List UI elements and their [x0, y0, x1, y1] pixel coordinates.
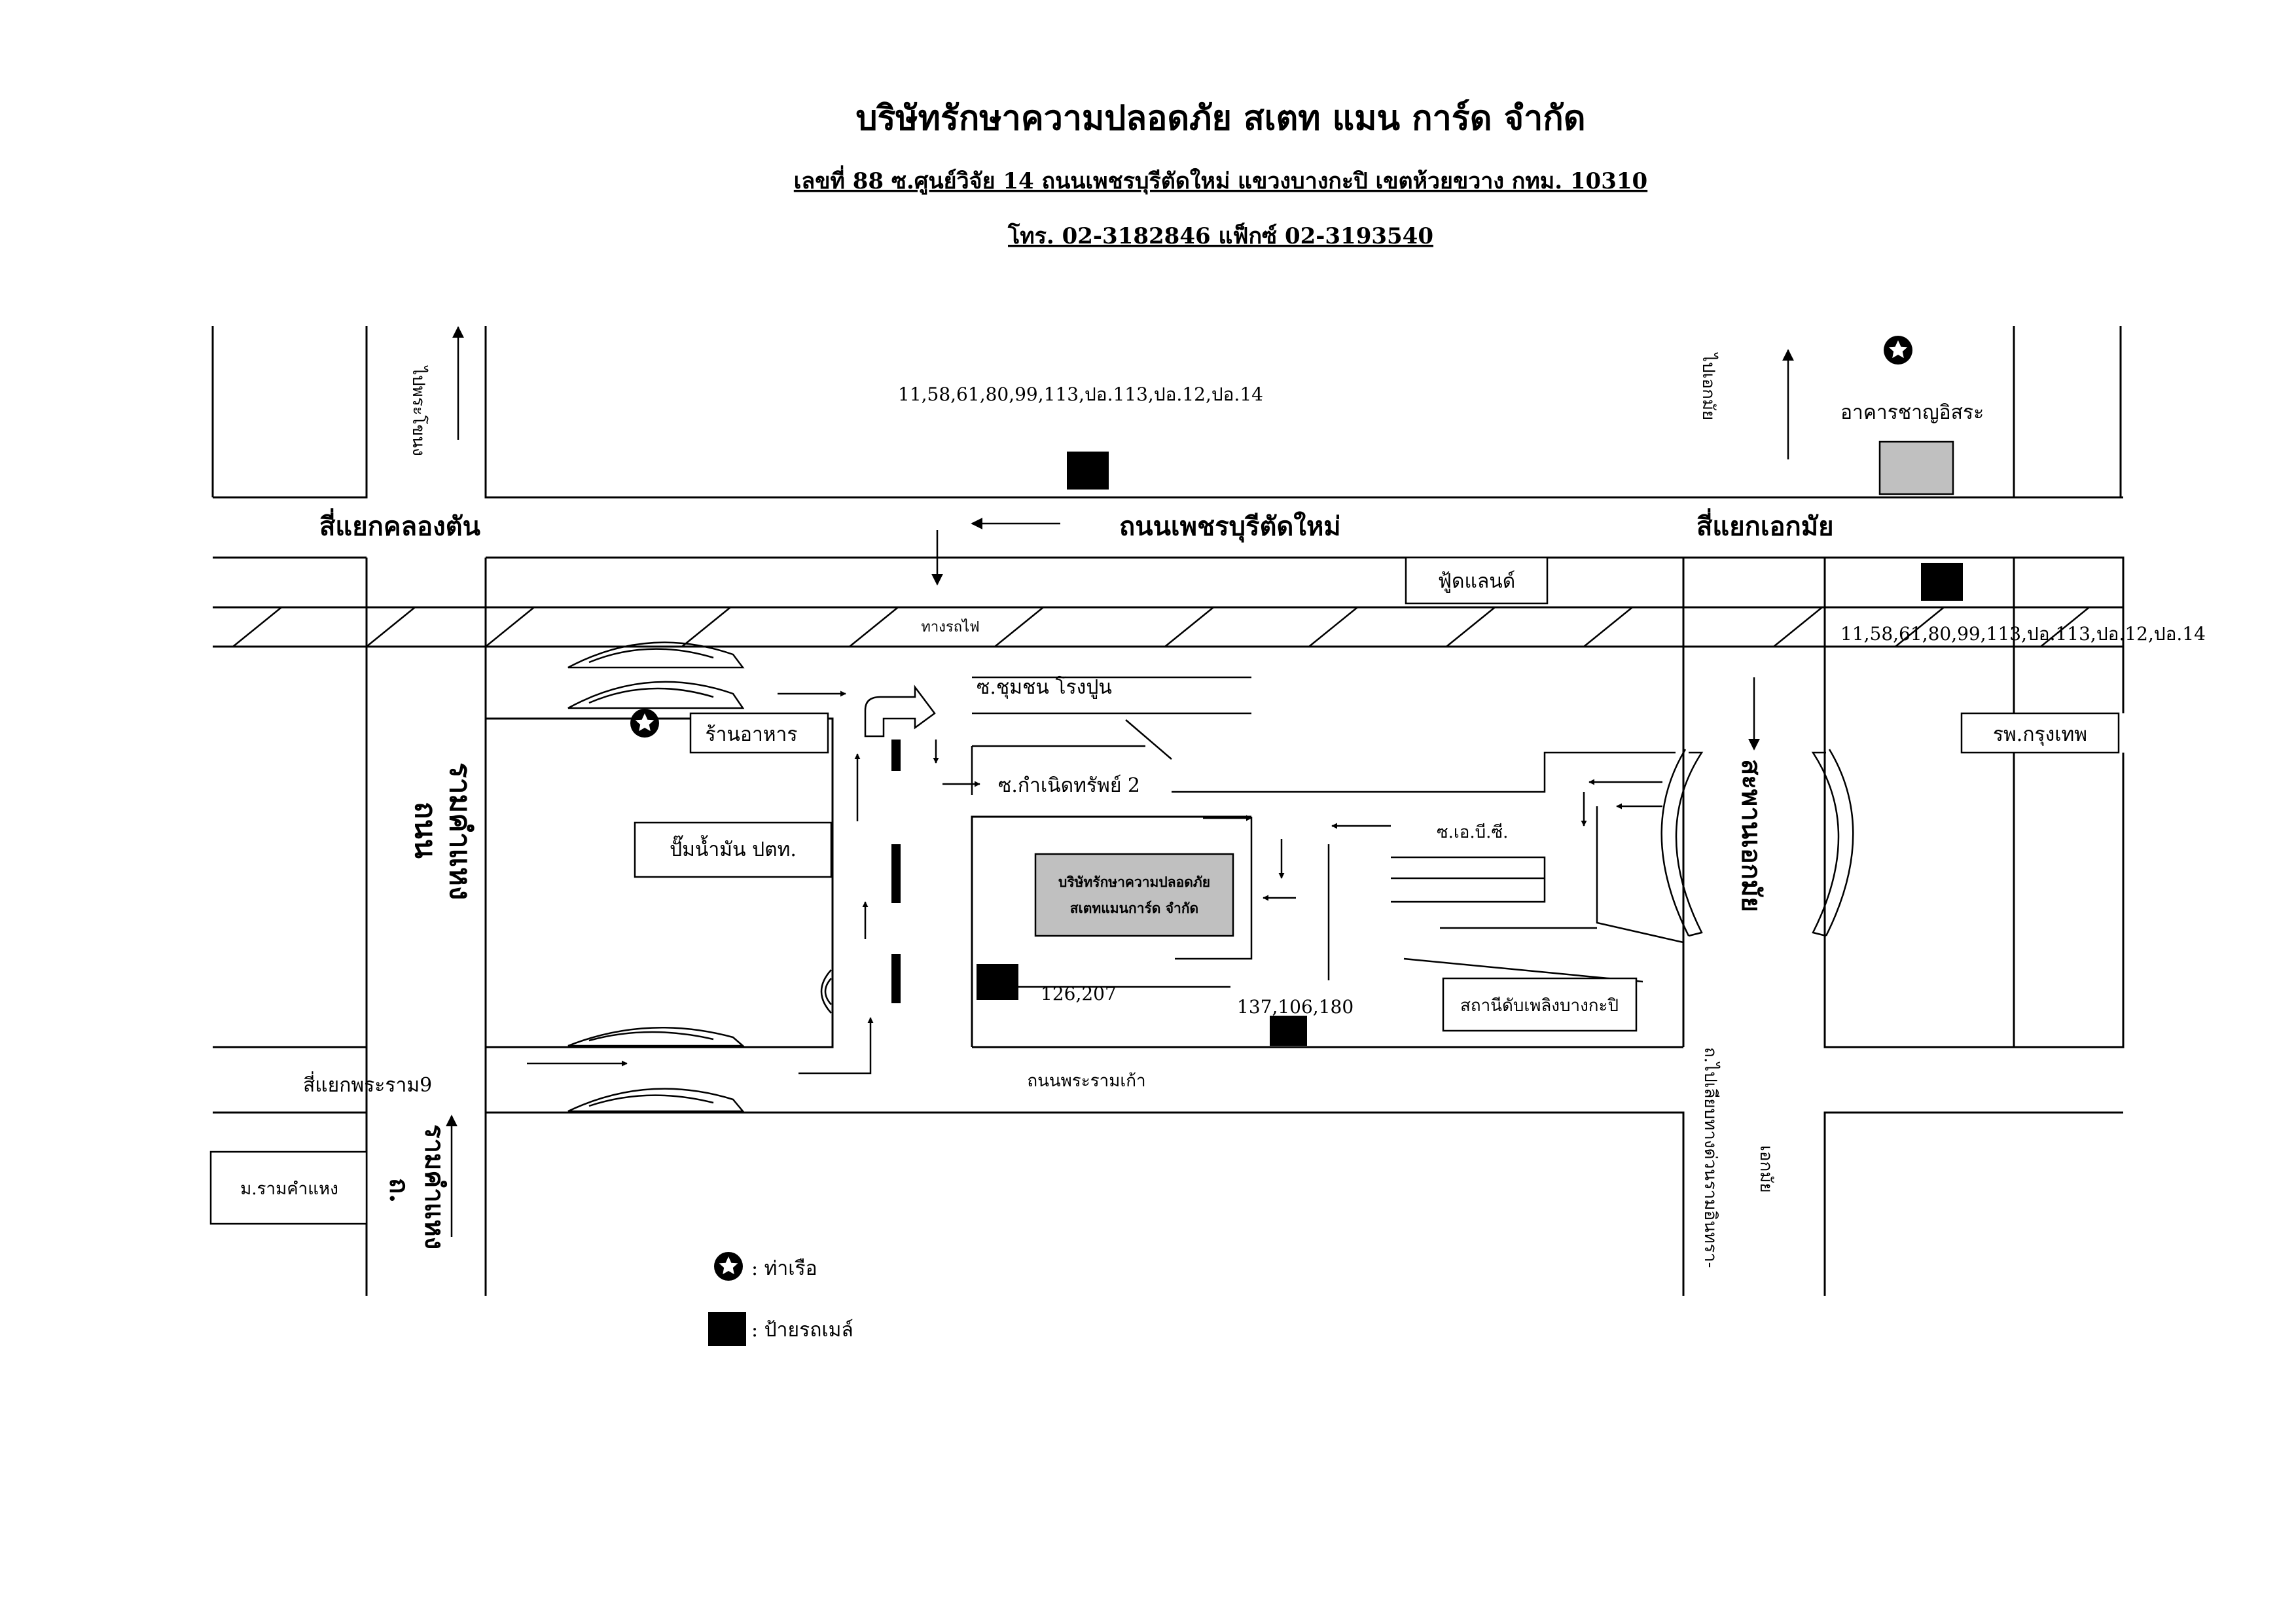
- company-building-line1: บริษัทรักษาความปลอดภัย: [1058, 874, 1210, 890]
- bus-stop-legend-icon: [708, 1312, 746, 1346]
- bus-route-rama9-b: 137,106,180: [1237, 996, 1354, 1018]
- company-building-line2: สเตทแมนการ์ด จำกัด: [1070, 901, 1198, 916]
- block-top-middle: [484, 326, 2015, 499]
- bus-route-rama9-a: 126,207: [1041, 983, 1117, 1005]
- expressway-line1: ถ.ไปเลียบทางด่วนรามอินทรา-: [1700, 1047, 1721, 1268]
- overpasses: [567, 641, 1854, 1113]
- expressway-line2: เอกมัย: [1756, 1145, 1776, 1193]
- fire-station-label: สถานีดับเพลิงบางกะปิ: [1460, 996, 1619, 1016]
- block-middle-right-edge: [486, 556, 2015, 1047]
- ramkhamhaeng-soi-line2: รามคำแหง: [419, 1124, 450, 1249]
- rama9-road-label: ถนนพระรามเก้า: [1027, 1071, 1145, 1091]
- restaurant: ร้านอาหาร: [689, 712, 829, 754]
- university-label: ม.รามคำแหง: [240, 1179, 338, 1199]
- legend-bus-stop-label: : ป้ายรถเมล์: [751, 1319, 853, 1342]
- block-company-left: [971, 815, 1251, 1047]
- railway-label: ทางรถไฟ: [921, 618, 979, 635]
- direction-arrows: [446, 326, 1794, 1237]
- foodland: ฟู้ดแลนด์: [1405, 556, 1549, 605]
- bus-route-north: 11,58,61,80,99,113,ปอ.113,ปอ.12,ปอ.14: [898, 383, 1263, 405]
- klong-ton-label: สี่แยกคลองตัน: [319, 508, 480, 542]
- pier-icon: [630, 709, 659, 738]
- legend-pier-label: : ท่าเรือ: [751, 1257, 817, 1280]
- company-address: เลขที่ 88 ซ.ศูนย์วิจัย 14 ถนนเพชรบุรีตัด…: [794, 165, 1647, 195]
- soi-lines: [971, 676, 1684, 988]
- pier-legend-icon: [714, 1252, 743, 1281]
- phetchaburi-label: ถนนเพชรบุรีตัดใหม่: [1119, 511, 1341, 543]
- soi-kamnerdsap-label: ซ.กำเนิดทรัพย์ 2: [998, 774, 1140, 797]
- bus-stops: [977, 452, 1963, 1046]
- bus-route-east: 11,58,61,80,99,113,ปอ.113,ปอ.12,ปอ.14: [1840, 623, 2206, 645]
- hospital-label: รพ.กรุงเทพ: [1993, 723, 2087, 747]
- bangkok-hospital: รพ.กรุงเทพ: [1960, 712, 2120, 754]
- ramkhamhaeng-road-line1: ถนน: [408, 802, 442, 859]
- company-title: บริษัทรักษาความปลอดภัย สเตท แมน การ์ด จำ…: [855, 99, 1585, 138]
- chanyu-label: อาคารชาญอิสระ: [1840, 401, 1984, 424]
- ekkamai-bridge-label: สะพานเอกมัย: [1736, 759, 1767, 912]
- to-pratunam-label: ไปพระโขนง: [408, 365, 429, 456]
- ramkhamhaeng-road-line2: รามคำแหง: [443, 762, 476, 900]
- bus-stop-icon: [1921, 563, 1963, 601]
- ptt-label: ปั๊มน้ำมัน ปตท.: [670, 835, 797, 861]
- ramkhamhaeng-soi-line1: ถ.: [384, 1178, 414, 1203]
- railway: ทางรถไฟ: [213, 606, 2123, 648]
- company-phone: โทร. 02-3182846 แฟ็กซ์ 02-3193540: [1007, 222, 1433, 249]
- bus-route-labels: 11,58,61,80,99,113,ปอ.113,ปอ.12,ปอ.14 11…: [898, 383, 2206, 1018]
- fire-station: สถานีดับเพลิงบางกะปิ: [1442, 977, 1638, 1032]
- foodland-label: ฟู้ดแลนด์: [1438, 570, 1515, 593]
- header: บริษัทรักษาความปลอดภัย สเตท แมน การ์ด จำ…: [794, 99, 1647, 249]
- restaurant-label: ร้านอาหาร: [705, 723, 797, 746]
- chanyu-building: อาคารชาญอิสระ: [1840, 401, 1984, 495]
- company-building[interactable]: บริษัทรักษาความปลอดภัย สเตทแมนการ์ด จำกั…: [1034, 853, 1234, 937]
- soi-chumchon-label: ซ.ชุมชน โรงปูน: [977, 675, 1112, 700]
- road-outlines: [211, 326, 2125, 1296]
- bus-stop-icon: [1270, 1016, 1307, 1046]
- road-labels: สี่แยกคลองตัน ถนนเพชรบุรีตัดใหม่ สี่แยกเ…: [303, 352, 1834, 1268]
- to-ekkamai-label: ไปเอกมัย: [1698, 352, 1719, 420]
- soi-abc-label: ซ.เอ.บี.ซี.: [1437, 823, 1508, 842]
- ramkhamhaeng-university: ม.รามคำแหง: [209, 1150, 368, 1225]
- rama9-intersection-label: สี่แยกพระราม9: [303, 1071, 432, 1097]
- ptt-station: ปั๊มน้ำมัน ปตท.: [634, 821, 833, 878]
- ekkamai-intersection-label: สี่แยกเอกมัย: [1696, 508, 1834, 542]
- bus-stop-icon: [977, 964, 1018, 1000]
- pier-icon: [1884, 336, 1912, 365]
- road-median: [891, 740, 901, 1003]
- block-ptt: [484, 558, 834, 1048]
- bus-stop-icon: [1067, 452, 1109, 490]
- legend: : ท่าเรือ : ป้ายรถเมล์: [708, 1252, 853, 1346]
- block-top-left: [213, 326, 368, 499]
